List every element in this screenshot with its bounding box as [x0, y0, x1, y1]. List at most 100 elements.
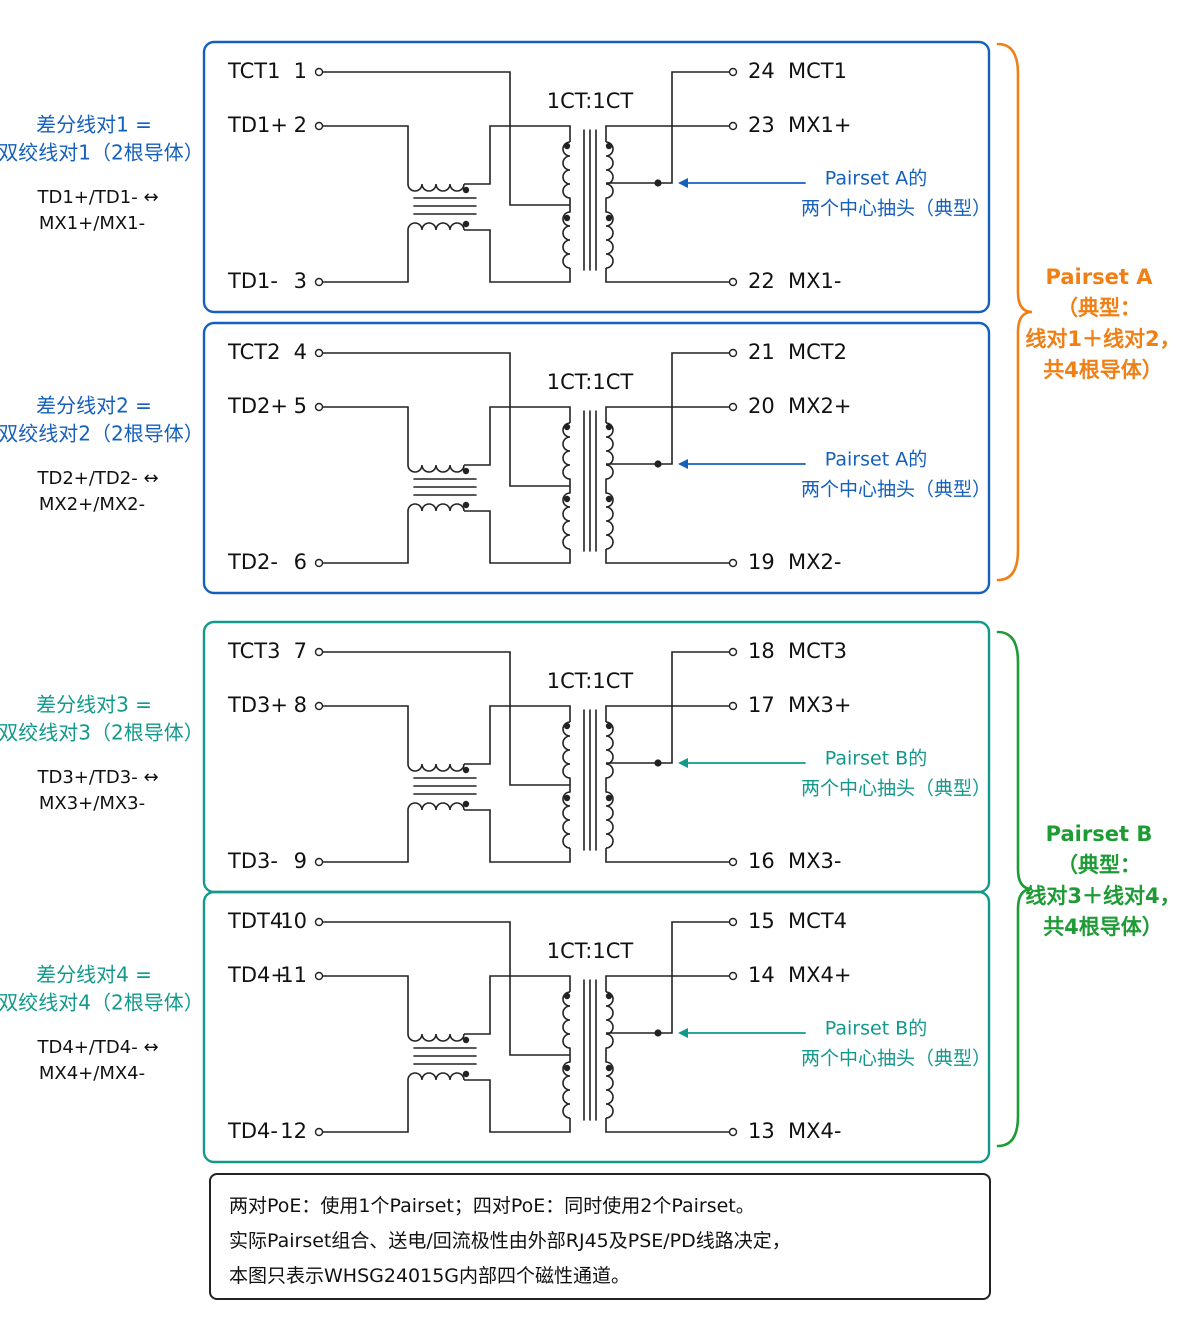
primary-dot: [563, 142, 571, 150]
pair-mapping-line-2: MX4+/MX4-: [39, 1063, 145, 1084]
tap-label-line-2: 两个中心抽头（典型）: [801, 479, 991, 501]
right-pin-label: MX2-: [788, 550, 841, 574]
wire-mct: [606, 921, 729, 1034]
right-pin-number: 17: [748, 693, 775, 717]
pairset-b: Pairset B（典型：线对3＋线对4，共4根导体）: [996, 630, 1181, 1148]
pairset-label-line-2: （典型：: [1057, 296, 1141, 320]
right-pin-label: MX4+: [788, 963, 851, 987]
right-pin-label: MX1-: [788, 269, 841, 293]
secondary-coil-upper: [605, 991, 614, 1049]
choke-lower-coil: [407, 1072, 465, 1081]
secondary-coil-lower: [605, 211, 614, 269]
choke-dot: [462, 1070, 470, 1078]
primary-dot: [563, 1064, 571, 1072]
wire-tct: [323, 651, 570, 786]
right-pin-number: 13: [748, 1119, 775, 1143]
pair-mapping-line-1: TD1+/TD1- ↔: [36, 187, 158, 208]
left-pin-number: 12: [280, 1119, 307, 1143]
secondary-dot: [605, 1064, 613, 1072]
pair-title-line-1: 差分线对4 =: [36, 963, 152, 987]
left-pin-terminal: [314, 558, 324, 568]
tap-label-line-1: Pairset B的: [825, 1018, 927, 1040]
right-pin-label: MCT4: [788, 909, 847, 933]
left-pin-label: TD2+: [227, 394, 288, 418]
left-pin-number: 10: [280, 909, 307, 933]
secondary-coil-upper: [605, 422, 614, 480]
choke-upper-coil: [407, 763, 465, 772]
left-pin-terminal: [314, 917, 324, 927]
wire-choke-to-primary-top: [464, 975, 571, 1035]
left-pin-terminal: [314, 971, 324, 981]
ratio-label: 1CT:1CT: [547, 89, 634, 113]
right-pin-label: MX4-: [788, 1119, 841, 1143]
wire-mct: [606, 352, 729, 465]
secondary-coil-upper: [605, 721, 614, 779]
wire-tct: [323, 921, 570, 1056]
right-pin-label: MX2+: [788, 394, 851, 418]
secondary-coil-lower: [605, 791, 614, 849]
right-pin-number: 21: [748, 340, 775, 364]
primary-coil-upper: [562, 422, 571, 480]
tap-label-line-1: Pairset A的: [825, 449, 927, 471]
pairset-label-line-4: 共4根导体）: [1043, 915, 1163, 939]
left-pin-terminal: [314, 1127, 324, 1137]
wire-tdp-in: [323, 705, 409, 764]
right-pin-label: MX3+: [788, 693, 851, 717]
wire-mxn-out: [605, 848, 729, 863]
secondary-dot: [605, 214, 613, 222]
choke-dot: [462, 1036, 470, 1044]
wire-mxp-out: [605, 406, 729, 423]
right-pin-label: MX1+: [788, 113, 851, 137]
left-pin-terminal: [314, 701, 324, 711]
secondary-coil-lower: [605, 1061, 614, 1119]
primary-dot: [563, 794, 571, 802]
right-pin-label: MCT3: [788, 639, 847, 663]
pair-title-line-2: 双绞线对3（2根导体）: [0, 721, 204, 745]
left-pin-number: 9: [294, 849, 307, 873]
right-pin-number: 24: [748, 59, 775, 83]
primary-coil-lower: [562, 211, 571, 269]
pair-mapping-line-1: TD3+/TD3- ↔: [36, 767, 158, 788]
secondary-dot: [605, 794, 613, 802]
secondary-dot: [605, 722, 613, 730]
tap-arrow-head: [678, 758, 688, 768]
wire-mxp-out: [605, 975, 729, 992]
choke-dot: [462, 766, 470, 774]
left-pin-terminal: [314, 67, 324, 77]
secondary-dot: [605, 495, 613, 503]
tap-label-line-2: 两个中心抽头（典型）: [801, 1048, 991, 1070]
choke-dot: [462, 501, 470, 509]
pair-title-line-2: 双绞线对1（2根导体）: [0, 141, 204, 165]
pairset-label-line-1: Pairset A: [1046, 265, 1154, 289]
secondary-coil-lower: [605, 492, 614, 550]
wire-choke-to-primary-bottom: [464, 809, 571, 863]
tap-arrow-head: [678, 178, 688, 188]
primary-coil-lower: [562, 492, 571, 550]
primary-dot: [563, 992, 571, 1000]
pairset-label-line-3: 线对3＋线对4，: [1025, 884, 1180, 908]
primary-coil-upper: [562, 991, 571, 1049]
note-line-2: 实际Pairset组合、送电/回流极性由外部RJ45及PSE/PD线路决定，: [229, 1230, 791, 1252]
right-pin-terminal: [728, 857, 738, 867]
tap-label-line-1: Pairset B的: [825, 748, 927, 770]
left-pin-terminal: [314, 857, 324, 867]
primary-dot: [563, 423, 571, 431]
right-pin-terminal: [728, 558, 738, 568]
choke-lower-coil: [407, 503, 465, 512]
left-pin-label: TCT3: [227, 639, 280, 663]
wire-tdn-in: [323, 1080, 409, 1133]
right-pin-number: 18: [748, 639, 775, 663]
left-pin-label: TD3+: [227, 693, 288, 717]
wire-choke-to-primary-top: [464, 406, 571, 466]
pairset-brace: [996, 630, 1033, 1148]
ratio-label: 1CT:1CT: [547, 370, 634, 394]
wire-mxn-out: [605, 549, 729, 564]
left-pin-label: TD1-: [227, 269, 278, 293]
right-pin-number: 16: [748, 849, 775, 873]
left-pin-number: 8: [294, 693, 307, 717]
pairset-label-line-4: 共4根导体）: [1043, 358, 1163, 382]
center-tap-node: [654, 759, 662, 767]
